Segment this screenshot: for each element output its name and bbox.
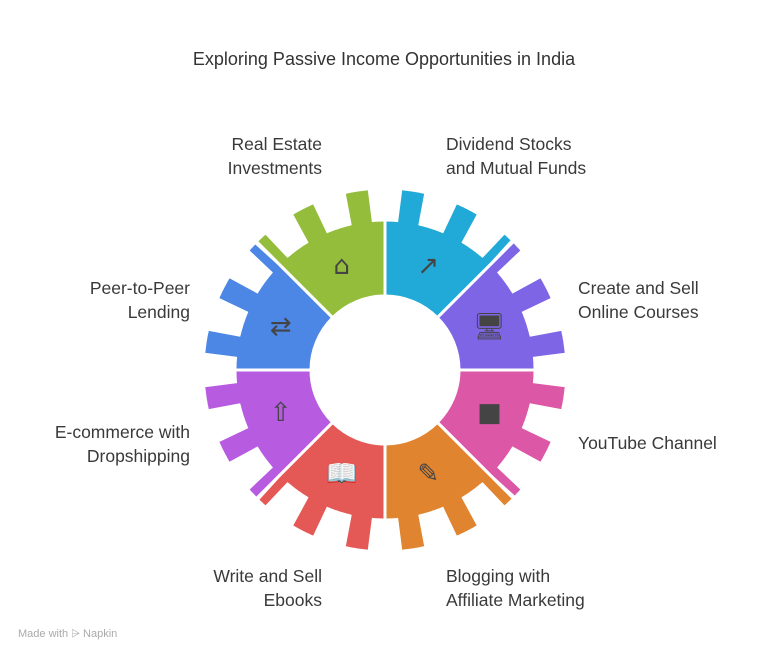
- book-dollar-icon: 📖: [325, 459, 358, 490]
- gear-segment-monitor-graduation-cap: [435, 239, 568, 372]
- gear-segment-stock-growth: [383, 187, 515, 320]
- label-online-courses: Create and Sell Online Courses: [578, 278, 699, 322]
- label-p2p-lending: Peer-to-Peer Lending: [89, 278, 190, 322]
- footer-credit: Made with ⩥ Napkin: [18, 628, 118, 640]
- video-camera-icon: ■: [477, 398, 502, 429]
- label-ebooks: Write and Sell Ebooks: [213, 566, 322, 610]
- house-dollar-icon: ⌂: [333, 250, 350, 281]
- label-dividend-stocks: Dividend Stocks and Mutual Funds: [446, 134, 587, 178]
- label-real-estate: Real Estate Investments: [227, 134, 322, 178]
- people-exchange-icon: ⇄: [269, 311, 292, 342]
- label-youtube-channel: YouTube Channel: [578, 433, 717, 453]
- gear-segment-cart-upload: [202, 368, 335, 501]
- gear-segment-book-dollar: [255, 420, 387, 553]
- gear-segment-people-exchange: [202, 240, 335, 372]
- cart-upload-icon: ⇧: [269, 398, 292, 429]
- label-ecommerce: E-commerce with Dropshipping: [54, 422, 190, 466]
- monitor-graduation-cap-icon: 🖥: [472, 311, 506, 342]
- gear-segment-house-dollar: [254, 187, 387, 320]
- label-blogging: Blogging with Affiliate Marketing: [446, 566, 585, 610]
- stock-growth-icon: ↗: [417, 250, 440, 281]
- gear-segment-video-camera: [435, 368, 568, 500]
- pen-target-icon: ✎: [417, 459, 440, 490]
- gear-segment-pen-target: [383, 420, 516, 553]
- diagram-title: Exploring Passive Income Opportunities i…: [192, 49, 576, 69]
